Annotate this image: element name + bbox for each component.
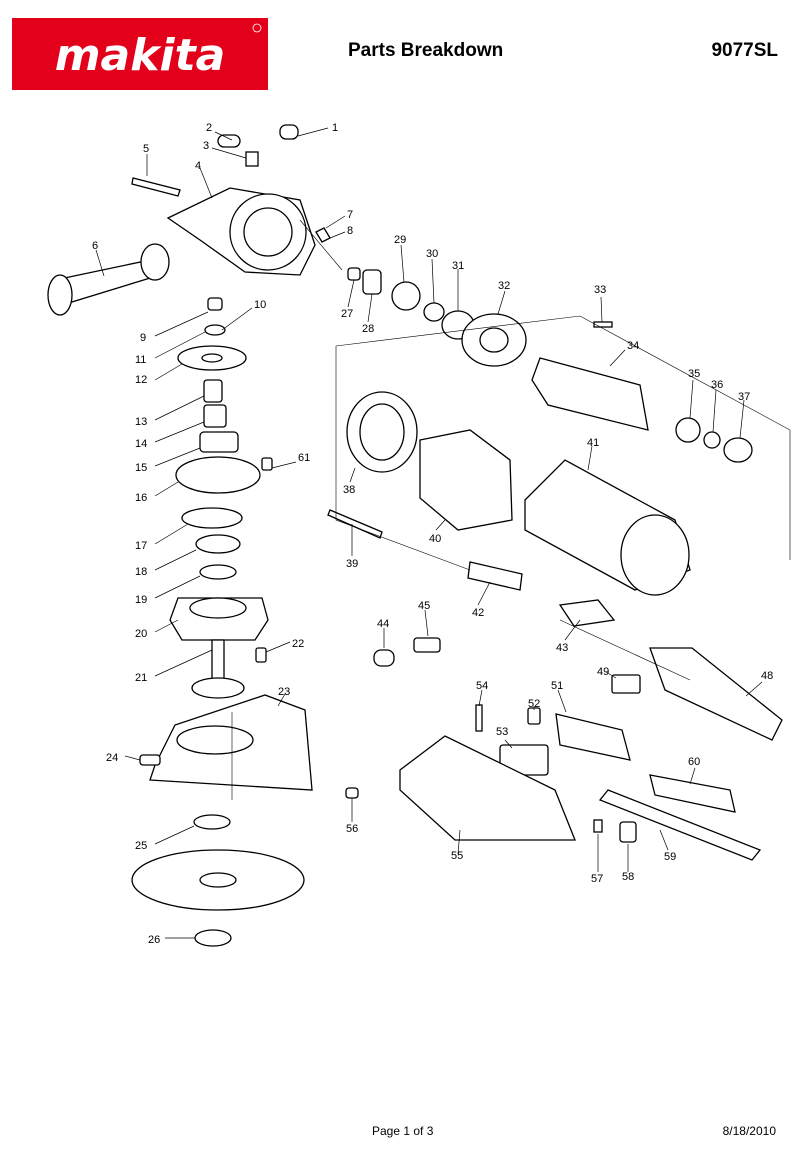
callout-15: 15	[135, 462, 147, 474]
callout-56: 56	[346, 823, 358, 835]
callout-35: 35	[688, 368, 700, 380]
callout-18: 18	[135, 566, 147, 578]
callout-16: 16	[135, 492, 147, 504]
callout-4: 4	[195, 160, 201, 172]
callout-31: 31	[452, 260, 464, 272]
callout-54: 54	[476, 680, 488, 692]
assembly-guide-lines	[231, 219, 791, 800]
callout-27: 27	[341, 308, 353, 320]
callout-7: 7	[347, 209, 353, 221]
callout-11: 11	[135, 354, 146, 366]
callout-41: 41	[587, 437, 599, 449]
callout-10: 10	[254, 299, 266, 311]
callout-34: 34	[627, 340, 639, 352]
callout-36: 36	[711, 379, 723, 391]
callout-59: 59	[664, 851, 676, 863]
callout-21: 21	[135, 672, 147, 684]
callout-32: 32	[498, 280, 510, 292]
callout-55: 55	[451, 850, 463, 862]
callout-17: 17	[135, 540, 147, 552]
callout-53: 53	[496, 726, 508, 738]
callout-25: 25	[135, 840, 147, 852]
callout-51: 51	[551, 680, 563, 692]
callout-23: 23	[278, 686, 290, 698]
callout-61: 61	[298, 452, 310, 464]
callout-60: 60	[688, 756, 700, 768]
callout-57: 57	[591, 873, 603, 885]
callout-58: 58	[622, 871, 634, 883]
callout-28: 28	[362, 323, 374, 335]
model-number: 9077SL	[711, 40, 778, 61]
callout-30: 30	[426, 248, 438, 260]
page-title: Parts Breakdown	[348, 40, 504, 61]
callout-1: 1	[332, 122, 338, 134]
callout-37: 37	[738, 391, 750, 403]
callout-44: 44	[377, 618, 389, 630]
callout-14: 14	[135, 438, 147, 450]
callout-20: 20	[135, 628, 147, 640]
page-indicator: Page 1 of 3	[372, 1124, 434, 1138]
callout-38: 38	[343, 484, 355, 496]
callout-5: 5	[143, 143, 149, 155]
callout-13: 13	[135, 416, 147, 428]
callout-49: 49	[597, 666, 609, 678]
callout-45: 45	[418, 600, 430, 612]
callout-43: 43	[556, 642, 568, 654]
callout-2: 2	[206, 122, 212, 134]
callout-9: 9	[140, 332, 146, 344]
exploded-parts-diagram: 1 2 3 4 5 6 7 8 9 10 11 12 13 14 15 16 1…	[47, 122, 791, 947]
callout-3: 3	[203, 140, 209, 152]
callout-33: 33	[594, 284, 606, 296]
callout-6: 6	[92, 240, 98, 252]
logo-wordmark: makita	[55, 30, 226, 81]
callout-12: 12	[135, 374, 147, 386]
callout-39: 39	[346, 558, 358, 570]
callout-29: 29	[394, 234, 406, 246]
makita-logo: makita	[12, 18, 268, 90]
part-callouts: 1 2 3 4 5 6 7 8 9 10 11 12 13 14 15 16 1…	[92, 122, 773, 946]
callout-42: 42	[472, 607, 484, 619]
callout-40: 40	[429, 533, 441, 545]
callout-26: 26	[148, 934, 160, 946]
print-date: 8/18/2010	[722, 1124, 776, 1138]
callout-22: 22	[292, 638, 304, 650]
callout-8: 8	[347, 225, 353, 237]
callout-24: 24	[106, 752, 118, 764]
callout-52: 52	[528, 698, 540, 710]
callout-48: 48	[761, 670, 773, 682]
callout-19: 19	[135, 594, 147, 606]
parts-illustration	[47, 124, 783, 947]
